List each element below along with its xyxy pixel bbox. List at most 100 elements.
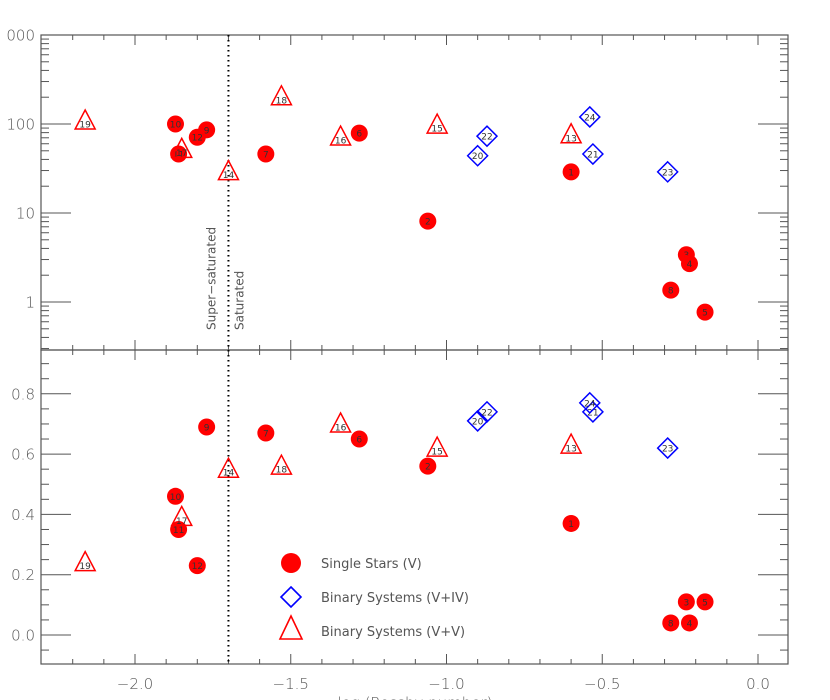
data-point-5: 5 [696,303,714,321]
data-point-7: 7 [257,145,275,163]
point-id-label: 10 [170,121,182,131]
triangle-marker [73,108,97,130]
data-point-17: 17 [170,504,193,527]
legend-entry: Binary Systems (V+IV) [279,585,469,609]
triangle-marker [217,456,240,478]
data-point-24: 24 [578,105,601,129]
regime-annotation: Saturated [232,271,246,330]
data-point-22: 22 [475,125,499,148]
filled-circle-marker [680,614,698,632]
filled-circle-marker [696,593,714,611]
y-tick-label: 0.2 [11,566,35,584]
data-point-1: 1 [562,514,580,532]
point-id-label: 10 [170,493,182,503]
diamond-marker [656,437,679,460]
x-tick-label: −2.0 [117,675,153,693]
filled-circle-marker [562,163,580,181]
y-tick-label: 100 [6,116,35,134]
point-id-label: 5 [702,309,708,319]
filled-circle-marker [662,614,680,632]
data-point-2: 2 [419,457,437,475]
data-point-20: 20 [466,144,489,167]
filled-circle-marker [166,115,184,133]
filled-circle-marker [350,430,368,448]
point-id-label: 22 [481,408,492,418]
data-point-4: 4 [680,255,698,273]
point-id-label: 6 [356,130,362,140]
y-tick-label: 10 [16,205,35,223]
point-id-label: 4 [687,260,693,270]
point-id-label: 19 [79,121,91,131]
point-id-label: 12 [192,134,203,144]
triangle-marker [270,453,293,475]
point-id-label: 21 [587,408,598,418]
data-point-16: 16 [329,411,352,433]
point-id-label: 16 [335,423,347,433]
point-id-label: 15 [431,125,442,135]
data-point-20: 20 [466,409,489,432]
data-point-22: 22 [475,400,499,423]
data-point-4: 4 [680,614,698,632]
regime-annotation: Super−saturated [204,227,218,330]
diamond-marker [466,409,489,432]
point-id-label: 9 [204,126,210,136]
data-point-23: 23 [656,160,679,183]
point-id-label: 24 [584,399,596,409]
point-id-label: 19 [79,562,91,572]
point-id-label: 23 [662,445,673,455]
legend-label: Binary Systems (V+IV) [321,591,469,606]
filled-circle-marker [166,487,184,505]
point-id-label: 23 [662,168,673,178]
data-point-10: 10 [166,115,184,133]
bottom-panel: 0.80.60.40.20.01234567891011122021222324… [11,349,789,665]
diamond-marker [578,105,601,129]
filled-circle-marker [696,303,714,321]
y-tick-label: 1 [25,294,35,312]
data-point-19: 19 [73,550,97,572]
series-open-diamond: 20 21 22 23 24 [466,391,679,460]
point-id-label: 15 [431,448,442,458]
y-tick-label: 0.4 [11,506,35,524]
data-point-12: 12 [188,557,206,575]
x-tick-label: −1.5 [273,675,309,693]
filled-circle-marker [662,281,680,299]
data-point-8: 8 [662,281,680,299]
data-point-8: 8 [662,614,680,632]
point-id-label: 2 [425,463,431,473]
data-point-2: 2 [419,212,437,230]
point-id-label: 18 [276,466,288,476]
legend-label: Single Stars (V) [321,557,422,572]
point-id-label: 11 [173,526,184,536]
point-id-label: 20 [472,417,484,427]
point-id-label: 14 [223,171,235,181]
legend-entry: Binary Systems (V+V) [278,614,465,640]
legend-diamond-icon [279,585,303,609]
data-point-17: 17 [170,136,193,159]
data-point-1: 1 [562,163,580,181]
filled-circle-marker [198,418,216,436]
point-id-label: 14 [223,469,235,479]
data-point-16: 16 [329,124,352,147]
series-open-diamond: 20 21 22 23 24 [466,105,679,183]
diamond-marker [475,125,499,148]
triangle-marker [559,122,583,144]
filled-circle-marker [562,514,580,532]
x-axis-title: −2.0−1.5−1.0−0.50.0log (Rossby number) [117,675,770,700]
triangle-marker [329,124,352,146]
triangle-marker [559,432,583,454]
diamond-marker [656,160,679,183]
data-point-11: 11 [170,145,188,163]
data-point-3: 3 [677,593,695,611]
top-panel: 000100101Super−saturatedSaturated1234567… [6,27,789,351]
triangle-marker [217,158,240,181]
data-point-13: 13 [559,122,583,144]
point-id-label: 5 [702,598,708,608]
point-id-label: 1 [568,520,574,530]
data-point-14: 14 [217,456,240,479]
data-point-14: 14 [217,158,240,181]
point-id-label: 21 [587,151,598,161]
data-point-10: 10 [166,487,184,505]
